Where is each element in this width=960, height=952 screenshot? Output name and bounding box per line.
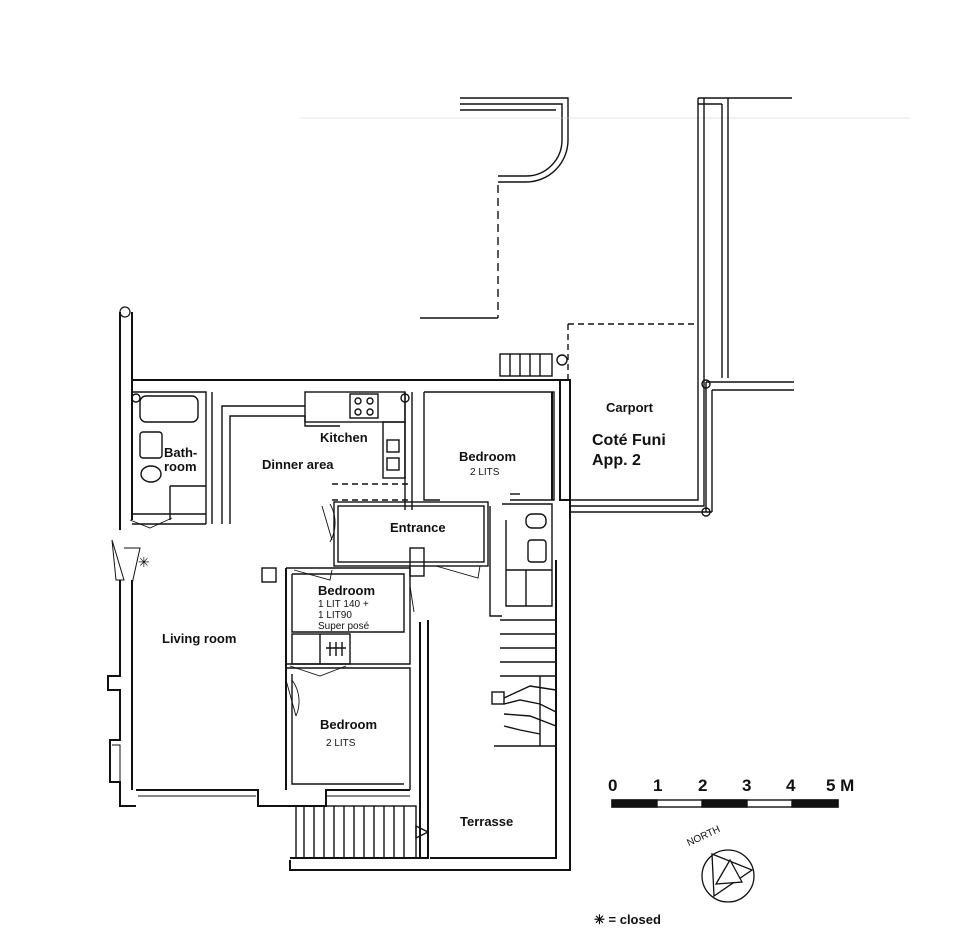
carport-structure [556,97,794,517]
dinner-area-label: Dinner area [262,457,334,472]
mid-bedroom-line2: 1 LIT90 [318,610,352,621]
driveway-curve [300,97,910,318]
mid-bedroom-line1: 1 LIT 140 + [318,599,369,610]
living-room-label: Living room [162,631,237,646]
north-compass [701,849,755,903]
ne-bedroom-beds: 2 LITS [470,467,500,478]
scale-tick-0: 0 [608,776,618,795]
door-swings [129,503,481,717]
apartment-number: App. 2 [592,452,641,469]
mid-bedroom-walls [261,567,411,665]
scale-tick-4: 4 [786,776,796,795]
staircase [491,619,557,747]
ne-bedroom-walls [423,391,555,501]
sw-bedroom-beds: 2 LITS [326,738,356,749]
top-stair [420,317,553,377]
bathroom-label-1: Bath- [164,445,198,460]
mid-bedroom-label: Bedroom [318,583,376,598]
shower-room-walls [489,503,553,617]
terrace-stairs [295,805,430,859]
kitchen-label: Kitchen [320,430,368,445]
sw-bedroom-walls [286,667,411,790]
scale-bar [611,799,839,808]
terrasse-label: Terrasse [460,814,514,829]
carport-label: Carport [606,400,653,415]
ne-bedroom-label: Bedroom [459,449,517,464]
scale-tick-2: 2 [698,776,708,795]
bathroom-walls [131,391,213,525]
entrance-label: Entrance [390,520,446,535]
scale-tick-3: 3 [742,776,752,795]
entrance-walls [333,501,489,577]
kitchen-walls [221,391,413,524]
scale-tick-1: 1 [653,776,663,795]
scale-tick-5: 5 M [826,776,855,795]
sw-bedroom-label: Bedroom [320,717,378,732]
mid-bedroom-line3: Super posé [318,621,370,632]
apartment-name: Coté Funi [592,432,666,449]
bathroom-label-2: room [164,459,197,474]
windows [111,539,410,797]
closed-marker-icon: ✳ [138,554,150,570]
legend-closed: ✳ = closed [594,912,661,927]
